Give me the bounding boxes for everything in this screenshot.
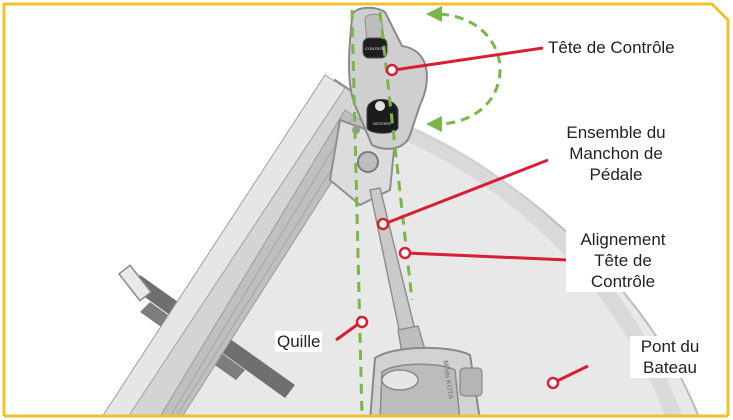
label-boat-deck-line-2: Bateau [632, 357, 708, 378]
foot-pedal [370, 348, 482, 420]
label-pedal-sleeve-assembly: Ensemble du Manchon de Pédale [555, 122, 677, 185]
label-control-head: Tête de Contrôle [546, 37, 677, 58]
label-pedal-sleeve-line-2: Manchon de [557, 143, 675, 164]
label-control-head-alignment: Alignement Tête de Contrôle [566, 229, 680, 292]
label-alignment-line-1: Alignement [568, 229, 678, 250]
label-pedal-sleeve-line-3: Pédale [557, 164, 675, 185]
control-badge-top-text: CONTROL [365, 46, 385, 51]
control-badge-bottom-text: MOTORS [373, 121, 391, 126]
label-alignment-line-2: Tête de [568, 250, 678, 271]
rotation-arrow [426, 6, 500, 132]
label-alignment-line-3: Contrôle [568, 271, 678, 292]
label-keel: Quille [275, 331, 322, 352]
label-pedal-sleeve-line-1: Ensemble du [557, 122, 675, 143]
label-boat-deck: Pont du Bateau [630, 336, 710, 378]
label-boat-deck-line-1: Pont du [632, 336, 708, 357]
